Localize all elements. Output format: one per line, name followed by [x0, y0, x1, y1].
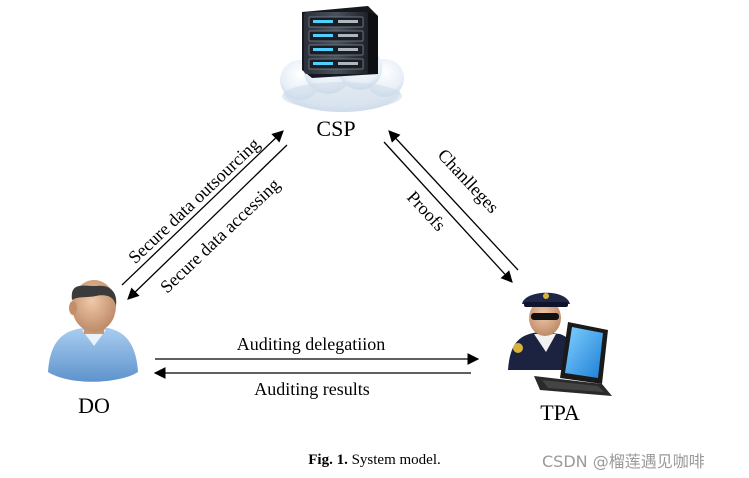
arrow-challenges	[388, 130, 519, 271]
arrow-secure-accessing	[127, 144, 288, 300]
figure-number: Fig. 1.	[308, 452, 348, 468]
figure-caption: Fig. 1. System model.	[0, 452, 749, 469]
edge-label-proofs: Proofs	[403, 187, 450, 235]
watermark: CSDN @榴莲遇见咖啡	[542, 452, 705, 471]
edge-label-auditing-results: Auditing results	[254, 379, 370, 399]
csp-label: CSP	[316, 116, 355, 141]
figure-caption-text: System model.	[351, 452, 441, 468]
edge-label-secure-accessing: Secure data accessing	[156, 174, 284, 297]
cloud-server-icon	[280, 6, 404, 112]
edge-label-auditing-delegation: Auditing delegatiion	[237, 334, 385, 354]
auditor-with-laptop-icon	[508, 292, 612, 396]
user-icon	[48, 280, 138, 382]
arrow-proofs	[383, 141, 513, 283]
do-label: DO	[78, 393, 110, 418]
arrow-secure-outsourcing	[121, 130, 284, 286]
edge-label-challenges: Chanlleges	[434, 145, 503, 217]
tpa-label: TPA	[540, 400, 580, 425]
